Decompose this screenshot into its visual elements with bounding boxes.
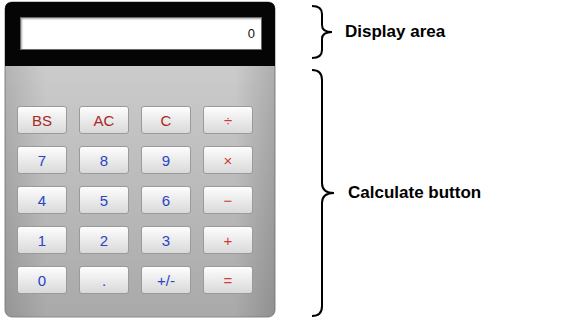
button-label: 6: [162, 192, 170, 209]
calculator-button: +: [203, 226, 253, 254]
button-label: 4: [38, 192, 46, 209]
button-label: ÷: [224, 112, 232, 129]
calculator-button: 2: [79, 226, 129, 254]
button-label: 8: [100, 152, 108, 169]
button-label: +/-: [157, 272, 175, 289]
button-label: +: [224, 232, 233, 249]
button-label: 0: [38, 272, 46, 289]
button-label: 5: [100, 192, 108, 209]
calculator-body: [5, 2, 275, 317]
curly-brace: [312, 70, 334, 316]
calculator-button: BS: [17, 106, 67, 134]
calculator-button: 6: [141, 186, 191, 214]
callout-label: Calculate button: [348, 183, 481, 203]
display-screen: 0: [20, 17, 262, 50]
button-label: =: [224, 272, 233, 289]
button-label: BS: [32, 112, 52, 129]
button-label: 9: [162, 152, 170, 169]
calculator-button: 8: [79, 146, 129, 174]
calculator-button: 7: [17, 146, 67, 174]
calculator-button: AC: [79, 106, 129, 134]
calculator-button: 0: [17, 266, 67, 294]
calculator-button: 5: [79, 186, 129, 214]
curly-brace: [312, 6, 332, 58]
button-label: ×: [224, 152, 233, 169]
button-label: .: [102, 272, 106, 289]
button-label: C: [161, 112, 172, 129]
calculator-button: −: [203, 186, 253, 214]
calculator-button: =: [203, 266, 253, 294]
calculator-button: 4: [17, 186, 67, 214]
calculator-button: .: [79, 266, 129, 294]
button-label: 1: [38, 232, 46, 249]
display-value: 0: [248, 26, 255, 41]
button-label: AC: [94, 112, 115, 129]
callout-label: Display area: [345, 22, 445, 42]
body-shading: [5, 2, 275, 317]
calculator-button: +/-: [141, 266, 191, 294]
calculator-button: ×: [203, 146, 253, 174]
button-label: −: [224, 192, 233, 209]
display-bezel: [5, 2, 275, 66]
calculator-button: C: [141, 106, 191, 134]
calculator-button: 1: [17, 226, 67, 254]
button-label: 7: [38, 152, 46, 169]
calculator-button: 9: [141, 146, 191, 174]
button-label: 3: [162, 232, 170, 249]
calculator-button: 3: [141, 226, 191, 254]
calculator-button: ÷: [203, 106, 253, 134]
button-label: 2: [100, 232, 108, 249]
